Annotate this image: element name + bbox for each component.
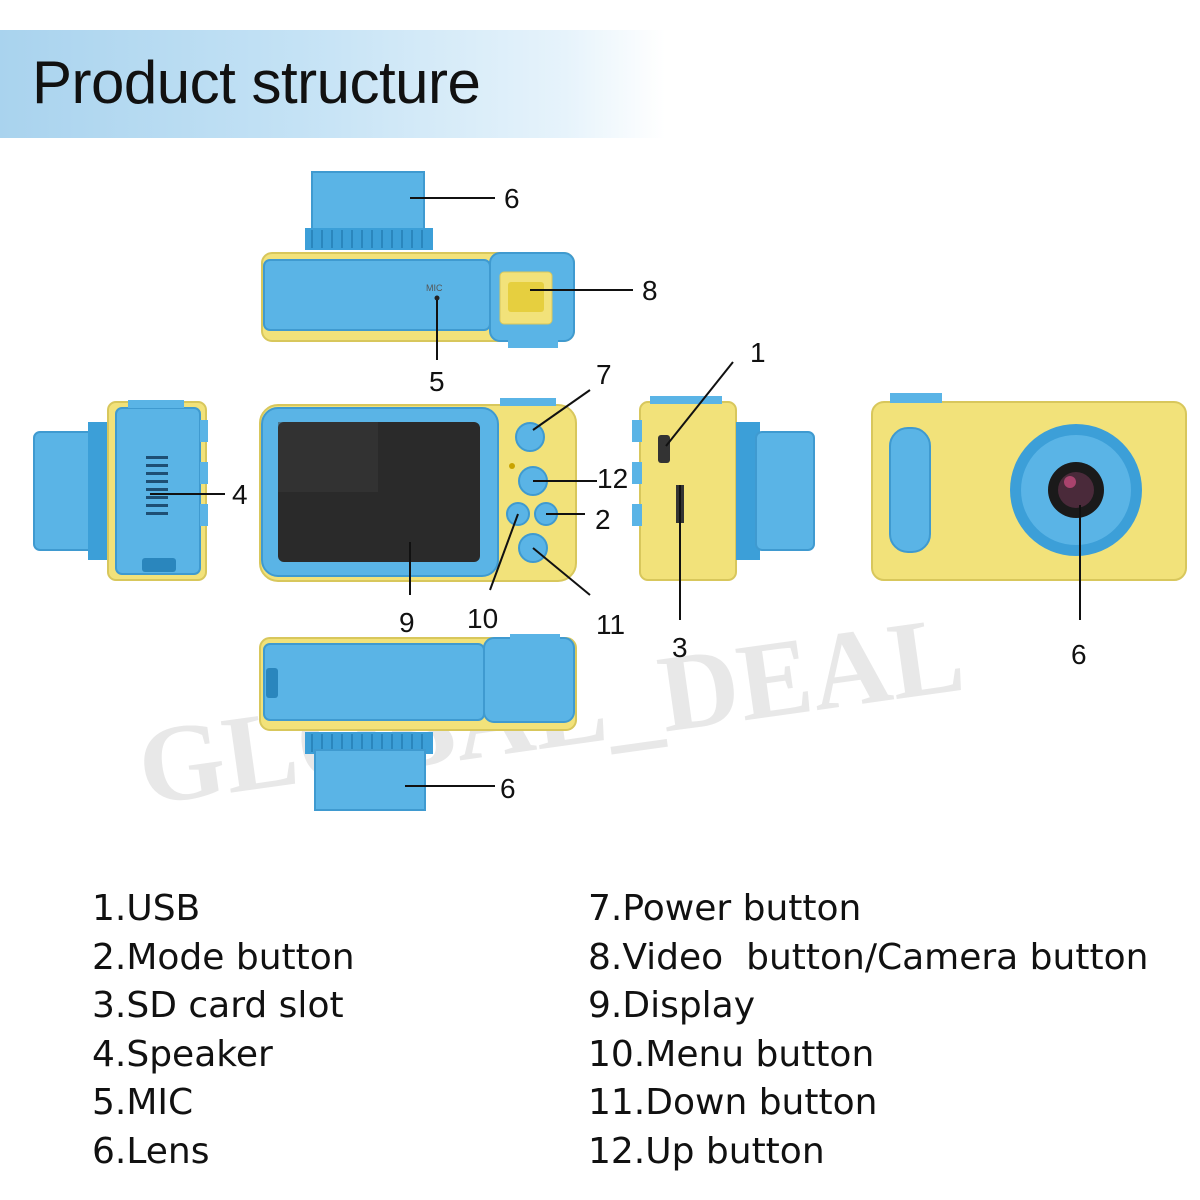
legend-item-menu-button: 10.Menu button (588, 1033, 875, 1075)
callout-lens-front: 6 (1071, 639, 1087, 670)
legend-item-mode-button: 2.Mode button (92, 936, 355, 978)
camera-front-view (871, 393, 1187, 581)
callout-menu: 10 (467, 603, 498, 634)
legend-item-video-camera-button: 8.Video button/Camera button (588, 936, 1149, 978)
legend-item-down-button: 11.Down button (588, 1082, 878, 1123)
callout-usb: 1 (750, 337, 766, 368)
page-title: Product structure (32, 49, 481, 116)
callout-down: 11 (596, 609, 625, 640)
legend-left-column: 1.USB 2.Mode button 3.SD card slot 4.Spe… (92, 885, 355, 1176)
header-band (0, 30, 665, 138)
callout-sd-slot: 3 (672, 632, 688, 663)
callout-display: 9 (399, 607, 415, 638)
callout-mic: 5 (429, 366, 445, 397)
callout-power: 7 (596, 359, 612, 390)
callout-up: 12 (597, 463, 628, 494)
legend-item-sd-card-slot: 3.SD card slot (92, 985, 344, 1026)
mic-label: MIC (426, 283, 443, 293)
camera-top-view (261, 171, 575, 348)
legend-item-power-button: 7.Power button (588, 888, 862, 929)
callout-video-button: 8 (642, 275, 658, 306)
legend-item-usb: 1.USB (92, 888, 201, 929)
camera-bottom-view (259, 634, 577, 811)
legend-item-speaker: 4.Speaker (92, 1033, 273, 1075)
camera-right-side-view (632, 396, 815, 581)
callout-lens-top: 6 (504, 183, 520, 214)
product-diagram: GLOBAL_DEAL MIC (33, 171, 1187, 828)
legend-item-lens: 6.Lens (92, 1130, 210, 1172)
camera-back-view (259, 398, 577, 582)
legend-item-up-button: 12.Up button (588, 1130, 825, 1172)
legend-item-display: 9.Display (588, 985, 756, 1026)
callout-lens-bottom: 6 (500, 773, 516, 804)
callout-mode: 2 (595, 504, 611, 535)
legend-right-column: 7.Power button 8.Video button/Camera but… (588, 885, 1148, 1176)
camera-left-side-view (33, 400, 208, 581)
leader-lines (150, 197, 1081, 787)
legend-item-mic: 5.MIC (92, 1082, 194, 1123)
callout-speaker: 4 (232, 479, 248, 510)
